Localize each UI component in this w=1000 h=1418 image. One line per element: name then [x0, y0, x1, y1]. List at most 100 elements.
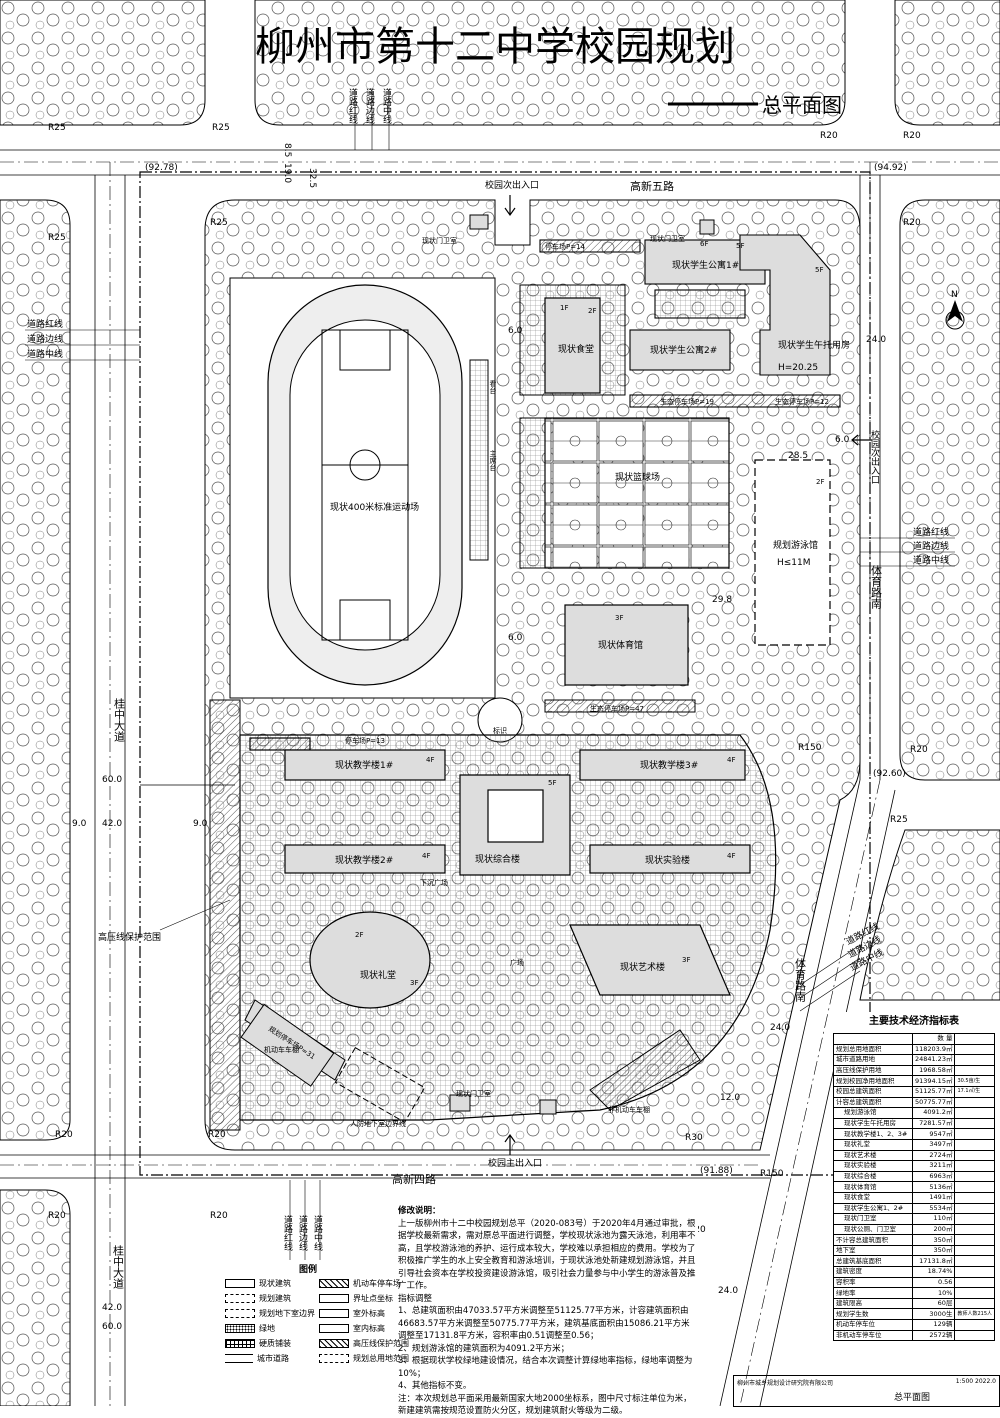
- drawing-title: 柳州市第十二中学校园规划: [255, 24, 735, 70]
- elev-3: (92.60): [873, 769, 906, 779]
- econ-cell-n: 现状体育馆: [833, 1181, 913, 1193]
- econ-cell-v: 91394.15㎡: [911, 1075, 956, 1087]
- dim-42-top: 42.0: [102, 819, 122, 829]
- radius-15: R30: [685, 1133, 703, 1143]
- label-sunken: 下沉广场: [420, 878, 448, 887]
- econ-cell-n: 规划总用地面积: [833, 1043, 913, 1056]
- econ-cell-n: 现状公厕、门卫室: [833, 1223, 913, 1236]
- label-track: 现状400米标准运动场: [330, 501, 419, 513]
- econ-cell-note: [954, 1287, 995, 1299]
- econ-cell-v: 50775.77㎡: [911, 1096, 956, 1109]
- running-track: [229, 277, 496, 699]
- econ-cell-v: 17131.8㎡: [911, 1255, 956, 1268]
- label-guard-ne: 现状门卫室: [650, 234, 685, 243]
- svg-text:N: N: [951, 290, 958, 300]
- econ-cell-n: 非机动车停车位: [833, 1329, 913, 1342]
- econ-cell-v: 18.74%: [911, 1266, 956, 1278]
- entry-east: 校园次出入口: [869, 429, 880, 484]
- road-guizhong-bottom: 桂中大道: [112, 1244, 125, 1289]
- leader-lines: [25, 90, 955, 1260]
- label-auditorium: 现状礼堂: [360, 969, 396, 981]
- econ-cell-note: [954, 1054, 995, 1066]
- econ-cell-n: 总建筑基底面积: [833, 1255, 913, 1268]
- radius-16: R150: [798, 743, 822, 753]
- econ-cell-n: 绿地率: [833, 1287, 913, 1299]
- road-gaoxin4: 高新四路: [392, 1172, 436, 1186]
- radius-10: R20: [55, 1130, 73, 1140]
- elev-4: (91.88): [700, 1166, 733, 1176]
- legend-item-l: 规划总用地范围: [319, 1353, 409, 1364]
- dim-6-c: 6.0: [835, 435, 850, 445]
- road-edge-lines: [0, 149, 1000, 1406]
- econ-cell-v: 2724㎡: [911, 1149, 956, 1162]
- southwest-structures: [209, 699, 701, 1131]
- legend-label: 规划建筑: [259, 1294, 291, 1303]
- econ-cell-note: [954, 1160, 995, 1172]
- econ-cell-v: 1491㎡: [911, 1191, 956, 1204]
- legend-label: 现状建筑: [259, 1279, 291, 1288]
- econ-cell-v: 350㎡: [911, 1244, 956, 1257]
- floor-5f-b: 5F: [815, 266, 823, 274]
- econ-cell-v: 60层: [911, 1297, 956, 1310]
- legend-swatch-icon: [319, 1324, 349, 1333]
- notes-p1: 上一版柳州市十二中校园规划总平（2020-083号）于2020年4月通过审批，根…: [398, 1218, 696, 1292]
- econ-cell-note: [954, 1191, 995, 1204]
- label-bike-shed: 非机动车车棚: [608, 1105, 650, 1114]
- title-block-date: 2022.0: [975, 1378, 996, 1385]
- road-tiyu-upper: 体育路南: [870, 564, 883, 609]
- dim-42-bottom: 42.0: [102, 1303, 122, 1313]
- radius-13: R20: [48, 1211, 66, 1221]
- legend-swatch-icon: [319, 1279, 349, 1288]
- econ-cell-v: 3211㎡: [911, 1160, 956, 1172]
- legend-item-h: 室内标高: [319, 1323, 409, 1334]
- floor-5f: 5F: [736, 242, 744, 250]
- floor-5f-c: 5F: [548, 779, 556, 787]
- notes-heading: 修改说明：: [398, 1206, 441, 1216]
- label-basketball: 现状篮球场: [615, 471, 660, 483]
- line-red-n: 道路红线: [347, 87, 358, 124]
- econ-cell-note: 17.1㎡/生: [954, 1085, 995, 1098]
- title-block: 柳州市城乡规划设计研究院有限公司 总平面图 1:500 2022.0: [733, 1375, 1000, 1407]
- label-motor-shed: 机动车车棚: [264, 1045, 299, 1054]
- econ-cell-note: 30.5亩/生: [954, 1075, 995, 1087]
- econ-cell-v: 4091.2㎡: [911, 1107, 956, 1119]
- road-tiyu-lower: 体育路南: [794, 957, 807, 1002]
- site-boundary: [139, 171, 871, 1176]
- econ-cell-v: 118203.9㎡: [911, 1043, 956, 1056]
- legend-label: 绿地: [259, 1324, 275, 1333]
- econ-cell-note: [954, 1329, 995, 1342]
- radius-3: R25: [210, 218, 228, 228]
- econ-title: 主要技术经济指标表: [869, 1016, 959, 1027]
- title-block-sheet: 总平面图: [894, 1393, 931, 1403]
- econ-cell-v: 9547㎡: [911, 1128, 956, 1140]
- legend-label: 高压线保护范围: [353, 1339, 409, 1348]
- dim-24-s: 24.0: [718, 1286, 738, 1296]
- econ-cell-n: 现状学生午托用房: [833, 1117, 913, 1130]
- legend-swatch-icon: [225, 1294, 255, 1303]
- econ-cell-n: 建筑限高: [833, 1297, 913, 1310]
- label-nursery-h: H=20.25: [778, 363, 818, 373]
- line-center-s: 道路中线: [312, 1214, 323, 1251]
- line-edge-n: 道路边线: [364, 87, 375, 124]
- label-teach1: 现状教学楼1#: [335, 759, 393, 771]
- title-block-org: 柳州市城乡规划设计研究院有限公司: [737, 1380, 834, 1387]
- planned-pool-outline: [754, 459, 831, 646]
- road-gaoxin5: 高新五路: [630, 179, 674, 193]
- notes-p5: 4、其他指标不变。: [398, 1381, 472, 1391]
- entry-main: 校园主出入口: [488, 1157, 542, 1169]
- econ-cell-v: 1968.58㎡: [911, 1064, 956, 1077]
- econ-cell-note: [954, 1202, 995, 1215]
- econ-cell-note: [954, 1170, 995, 1183]
- legend-item-g: 绿地: [225, 1323, 315, 1334]
- econ-cell-n: 计容总建筑面积: [833, 1096, 913, 1109]
- econ-cell-note: 教师人数215人: [954, 1308, 995, 1321]
- label-art: 现状艺术楼: [620, 961, 665, 973]
